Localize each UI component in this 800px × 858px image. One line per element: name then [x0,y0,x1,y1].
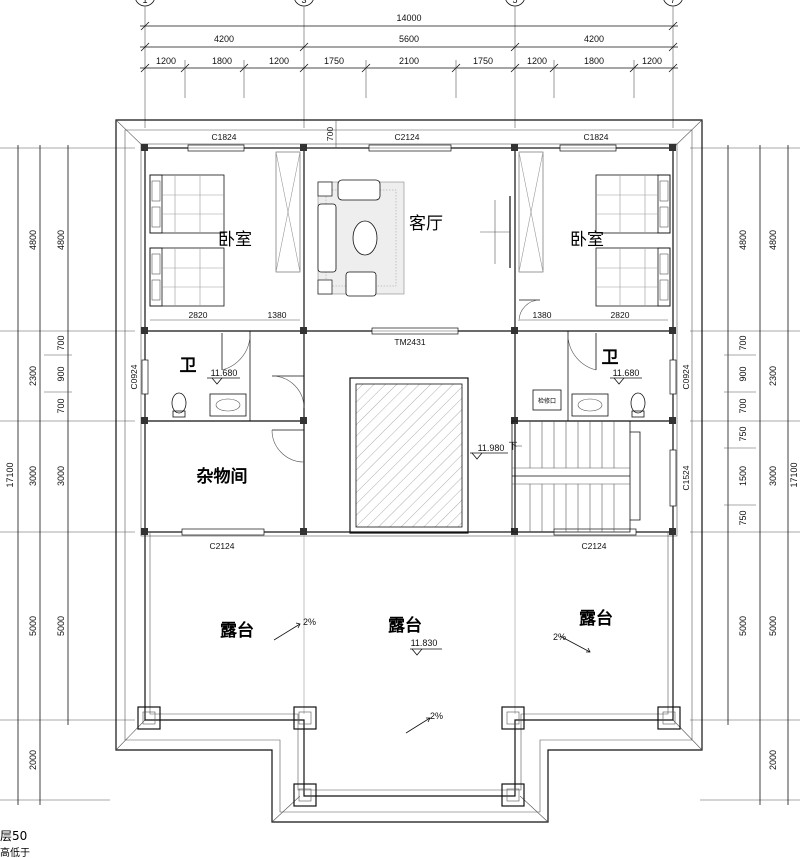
level-marks: 11.680 11.680 11.980 下 11.830 [207,368,642,656]
top-dimensions: 14000 4200 5600 4200 [140,6,678,128]
slope-front: 2% [430,711,443,721]
level-bath-left: 11.680 [211,368,238,378]
dim-right-2000: 2000 [768,750,778,770]
dim-top-1800-b: 1800 [584,56,604,66]
dim-right-inner-750a: 750 [738,426,748,441]
dim-left-inner-4800: 4800 [56,230,66,250]
dim-left-2300: 2300 [28,366,38,386]
dim-top-5600: 5600 [399,34,419,44]
slope-left: 2% [303,617,316,627]
room-terrace-right: 露台 [579,608,613,629]
slope-right: 2% [553,632,566,642]
interior-dimensions: 2820 1380 1380 2820 [150,310,668,321]
dim-left-2000: 2000 [28,750,38,770]
dim-right-3000: 3000 [768,466,778,486]
columns [141,144,676,535]
dim-right-inner-4800: 4800 [738,230,748,250]
shaft-label: 检修口 [538,397,556,405]
window-c0924-left: C0924 [129,364,139,389]
dim-top-4200-b: 4200 [584,34,604,44]
dim-left-inner-700b: 700 [56,398,66,413]
staircase [511,420,641,533]
room-bath-right: 卫 [602,348,619,368]
bed-right-top [595,174,671,234]
window-c1524: C1524 [681,465,691,490]
bed-left-top [149,174,225,234]
dim-right-2300: 2300 [768,366,778,386]
dim-top-1200-d: 1200 [642,56,662,66]
window-c1824-right: C1824 [583,132,608,142]
terrace-posts [137,706,681,807]
room-living: 客厅 [409,214,443,234]
edge-text-2: 高低于 [0,846,30,858]
door-tm2431: TM2431 [394,337,425,347]
dim-left-5000: 5000 [28,616,38,636]
bed-left-bottom [149,247,225,307]
dim-left-inner-700a: 700 [56,335,66,350]
axis-label-5: 5 [512,0,517,5]
level-bath-right: 11.680 [613,368,640,378]
dim-2820-left: 2820 [189,310,208,320]
dim-700-label: 700 [325,127,335,141]
left-dimensions: 17100 4800 2300 3000 5000 2000 4800 700 … [0,145,135,805]
dim-1380-left: 1380 [268,310,287,320]
room-bath-left: 卫 [180,356,197,376]
dim-right-4800: 4800 [768,230,778,250]
doors [221,196,597,463]
window-c1824-left: C1824 [211,132,236,142]
edge-text-1: 层50 [0,829,27,843]
central-void [349,377,469,534]
dim-right-inner-5000: 5000 [738,616,748,636]
room-bedroom-left: 卧室 [218,230,252,250]
window-c0924-right: C0924 [681,364,691,389]
living-furniture [317,179,405,297]
window-c2124-right: C2124 [581,541,606,551]
bath-fixtures [171,389,646,418]
dim-right-inner-700a: 700 [738,335,748,350]
room-labels: 卧室 客厅 卧室 卫 卫 杂物间 露台 露台 露台 [180,214,619,641]
dim-top-1200-a: 1200 [156,56,176,66]
dim-left-inner-900: 900 [56,366,66,381]
room-bedroom-right: 卧室 [570,230,604,250]
axis-label-3: 3 [301,0,306,5]
dim-top-1200-c: 1200 [527,56,547,66]
dim-right-inner-700b: 700 [738,398,748,413]
dim-top-1750-b: 1750 [473,56,493,66]
dim-left-3000: 3000 [28,466,38,486]
room-storage: 杂物间 [197,466,248,487]
dim-right-outer: 17100 [789,462,799,487]
dim-top-4200-a: 4200 [214,34,234,44]
window-labels: C1824 C2124 C1824 700 C0924 C0924 C1524 … [129,127,691,551]
axis-bubbles: 1 3 5 7 [135,0,683,7]
dim-right-inner-1500: 1500 [738,466,748,486]
axis-label-1: 1 [142,0,147,5]
dim-left-inner-5000: 5000 [56,616,66,636]
bed-right-bottom [595,247,671,307]
dim-top-1200-b: 1200 [269,56,289,66]
roof-eave [115,119,703,823]
dim-top-1750-a: 1750 [324,56,344,66]
slope-arrows: 2% 2% 2% [273,617,591,734]
window-c2124-left: C2124 [209,541,234,551]
level-stair: 11.980 [478,443,505,453]
right-dimensions: 4800 700 900 700 750 1500 750 5000 4800 … [690,145,800,805]
dim-left-outer: 17100 [5,462,15,487]
level-terrace: 11.830 [411,638,438,648]
dim-top-2100: 2100 [399,56,419,66]
dim-1380-right: 1380 [533,310,552,320]
dim-right-5000: 5000 [768,616,778,636]
window-c2124-top: C2124 [394,132,419,142]
dim-left-4800: 4800 [28,230,38,250]
dim-right-inner-750b: 750 [738,510,748,525]
stair-marker: 下 [508,441,517,451]
dim-left-inner-3000: 3000 [56,466,66,486]
dim-right-inner-900: 900 [738,366,748,381]
room-terrace-left: 露台 [220,620,254,641]
room-terrace-mid: 露台 [388,615,422,636]
dim-2820-right: 2820 [611,310,630,320]
dim-top-1800-a: 1800 [212,56,232,66]
axis-label-7: 7 [670,0,675,5]
dim-total-top: 14000 [396,13,421,23]
